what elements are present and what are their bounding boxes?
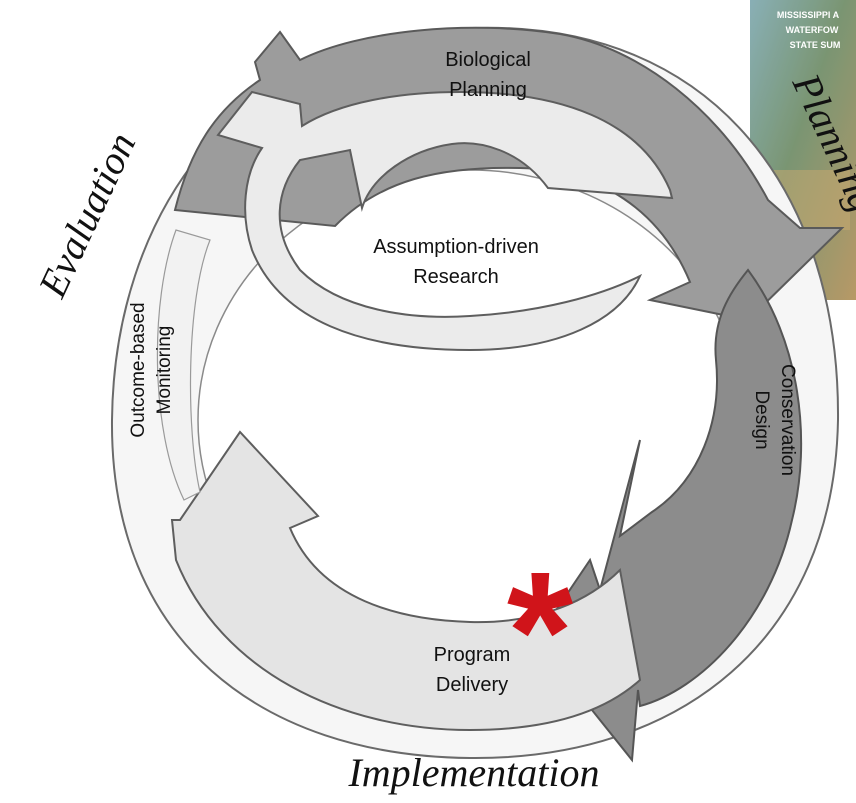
poster-title-line-1: MISSISSIPPI A — [777, 10, 840, 20]
implementation-phase-label: Implementation — [347, 750, 599, 795]
program-delivery-line-1: Program — [434, 644, 511, 666]
biological-planning-label: Biological Planning — [445, 49, 531, 101]
monitoring-line-2: Monitoring — [154, 326, 175, 415]
biological-planning-line-2: Planning — [449, 79, 527, 101]
program-delivery-arrow — [170, 430, 642, 732]
program-delivery-line-2: Delivery — [436, 674, 508, 696]
red-asterisk-marker: * — [507, 537, 573, 727]
evaluation-phase-label: Evaluation — [29, 126, 144, 305]
conservation-design-line-1: Conservation — [777, 364, 798, 476]
monitoring-band — [156, 229, 211, 501]
conservation-design-line-2: Design — [751, 390, 772, 449]
biological-planning-arrow — [173, 26, 845, 322]
monitoring-label: Outcome-based Monitoring — [128, 302, 175, 437]
research-line-1: Assumption-driven — [373, 236, 539, 258]
poster-title-line-2: WATERFOW — [786, 25, 839, 35]
research-label: Assumption-driven Research — [373, 236, 539, 288]
conservation-design-label: Conservation Design — [751, 364, 798, 476]
poster-title-line-3: STATE SUM — [790, 40, 841, 50]
research-line-2: Research — [413, 266, 499, 288]
research-arrow — [216, 90, 674, 352]
monitoring-line-1: Outcome-based — [128, 302, 149, 437]
biological-planning-line-1: Biological — [445, 49, 531, 71]
program-delivery-label: Program Delivery — [434, 644, 511, 696]
